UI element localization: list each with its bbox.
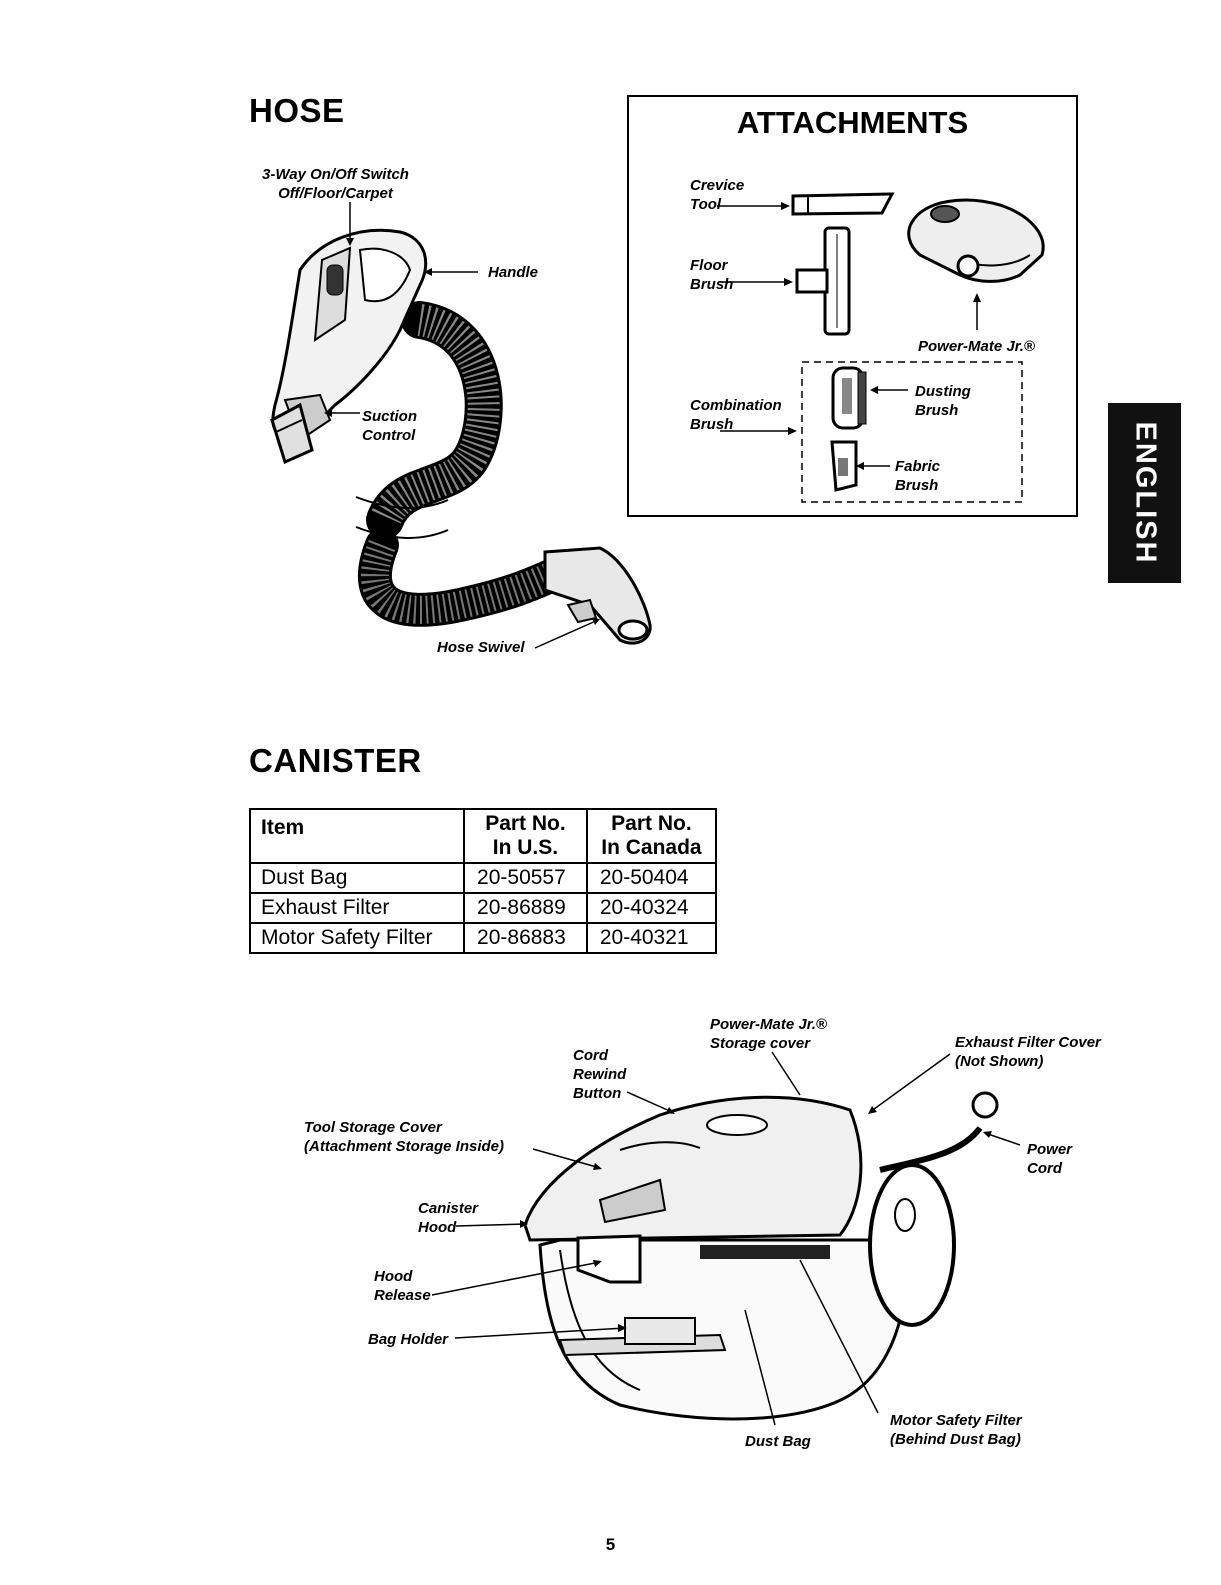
dust-bag-label: Dust Bag xyxy=(745,1433,811,1450)
combination-brush-label: Combination Brush xyxy=(690,397,782,433)
canister-illustration xyxy=(431,1051,1021,1426)
canister-wheel-shape xyxy=(868,1163,956,1327)
attachments-heading: ATTACHMENTS xyxy=(736,105,969,140)
bag-holder-label: Bag Holder xyxy=(368,1331,449,1348)
powermate-storage-label: Power-Mate Jr.® Storage cover xyxy=(710,1016,827,1052)
attachments-illustration xyxy=(717,192,1045,503)
cell-part-us: 20-86883 xyxy=(463,922,588,954)
cell-part-canada: 20-50404 xyxy=(585,862,718,894)
combination-dashed-box xyxy=(801,361,1023,503)
header-part-us: Part No.In U.S. xyxy=(463,808,588,864)
cell-part-canada: 20-40321 xyxy=(585,922,718,954)
hood-release-label: Hood Release xyxy=(374,1268,431,1304)
hose-swivel-label: Hose Swivel xyxy=(437,639,525,656)
dusting-brush-label: Dusting Brush xyxy=(915,383,971,419)
cord-rewind-label: Cord Rewind Button xyxy=(573,1047,627,1102)
canister-hood-label: Canister Hood xyxy=(418,1200,479,1236)
hose-illustration xyxy=(270,202,652,649)
switch-label: 3-Way On/Off Switch Off/Floor/Carpet xyxy=(262,166,409,202)
exhaust-cover-label: Exhaust Filter Cover (Not Shown) xyxy=(955,1034,1101,1070)
cell-part-us: 20-50557 xyxy=(463,862,588,894)
fabric-brush-label: Fabric Brush xyxy=(895,458,941,494)
crevice-tool-shape xyxy=(791,192,895,216)
canister-heading: CANISTER xyxy=(249,742,422,779)
table-row: Dust Bag 20-50557 20-50404 xyxy=(248,862,718,894)
motor-filter-label: Motor Safety Filter (Behind Dust Bag) xyxy=(890,1412,1022,1448)
table-row: Exhaust Filter 20-86889 20-40324 xyxy=(248,892,718,924)
cell-item: Motor Safety Filter xyxy=(248,922,466,954)
canister-hood-shape xyxy=(523,1095,863,1242)
tool-storage-label: Tool Storage Cover (Attachment Storage I… xyxy=(304,1119,505,1155)
page-number: 5 xyxy=(605,1535,616,1554)
handle-label: Handle xyxy=(488,264,539,281)
language-tab: ENGLISH xyxy=(1108,403,1181,583)
powermate-label: Power-Mate Jr.® xyxy=(918,338,1035,355)
floor-brush-label: Floor Brush xyxy=(690,257,734,293)
header-part-canada: Part No.In Canada xyxy=(585,808,718,864)
cell-part-us: 20-86889 xyxy=(463,892,588,924)
attachments-box: ATTACHMENTS xyxy=(627,95,1078,517)
parts-table: Item Part No.In U.S. Part No.In Canada D… xyxy=(248,808,718,954)
table-row: Motor Safety Filter 20-86883 20-40321 xyxy=(248,922,718,954)
crevice-tool-label: Crevice Tool xyxy=(690,177,745,213)
header-item: Item xyxy=(248,808,466,864)
hose-lower-coil xyxy=(357,528,577,627)
hose-heading: HOSE xyxy=(249,92,345,129)
cell-item: Dust Bag xyxy=(248,862,466,894)
suction-control-label: Suction Control xyxy=(362,408,417,444)
cell-item: Exhaust Filter xyxy=(248,892,466,924)
power-cord-shape xyxy=(879,1126,983,1173)
power-cord-label: Power Cord xyxy=(1027,1141,1073,1177)
cell-part-canada: 20-40324 xyxy=(585,892,718,924)
table-header-row: Item Part No.In U.S. Part No.In Canada xyxy=(248,808,718,864)
hose-swivel-shape xyxy=(543,546,652,645)
